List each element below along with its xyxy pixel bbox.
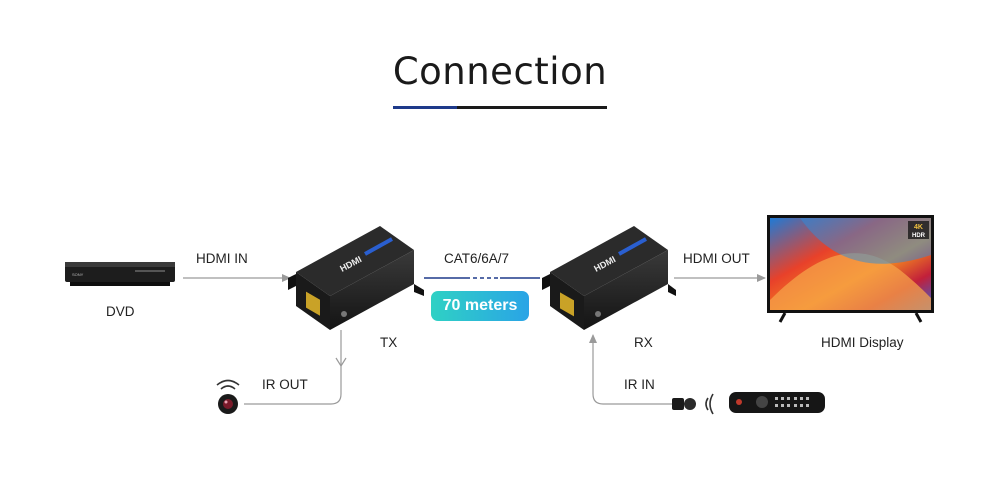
cable-label: CAT6/6A/7 xyxy=(444,251,510,266)
ir-emitter-icon xyxy=(216,379,240,414)
hdmi-out-label: HDMI OUT xyxy=(683,251,750,266)
svg-text:4K: 4K xyxy=(914,224,923,231)
ir-out-line xyxy=(244,330,342,405)
hdmi-display-label: HDMI Display xyxy=(821,335,904,350)
ir-out-label: IR OUT xyxy=(262,377,308,392)
tx-label: TX xyxy=(380,335,398,350)
tx-extender-icon: HDMI xyxy=(288,226,424,330)
page-title: Connection xyxy=(392,50,608,93)
svg-text:SONY: SONY xyxy=(72,272,84,277)
rx-extender-icon: HDMI xyxy=(542,226,676,330)
dvd-label: DVD xyxy=(106,304,135,319)
distance-badge: 70 meters xyxy=(431,291,529,321)
hdmi-display-icon: 4K HDR xyxy=(767,215,934,323)
remote-control-icon xyxy=(729,392,825,413)
ir-in-line xyxy=(589,334,672,405)
title-underline xyxy=(393,106,607,109)
ir-in-label: IR IN xyxy=(624,377,655,392)
dvd-player-icon: SONY xyxy=(65,262,175,286)
rx-label: RX xyxy=(634,335,653,350)
ir-receiver-icon xyxy=(672,393,714,415)
hdmi-in-label: HDMI IN xyxy=(196,251,248,266)
svg-text:HDR: HDR xyxy=(912,233,926,239)
